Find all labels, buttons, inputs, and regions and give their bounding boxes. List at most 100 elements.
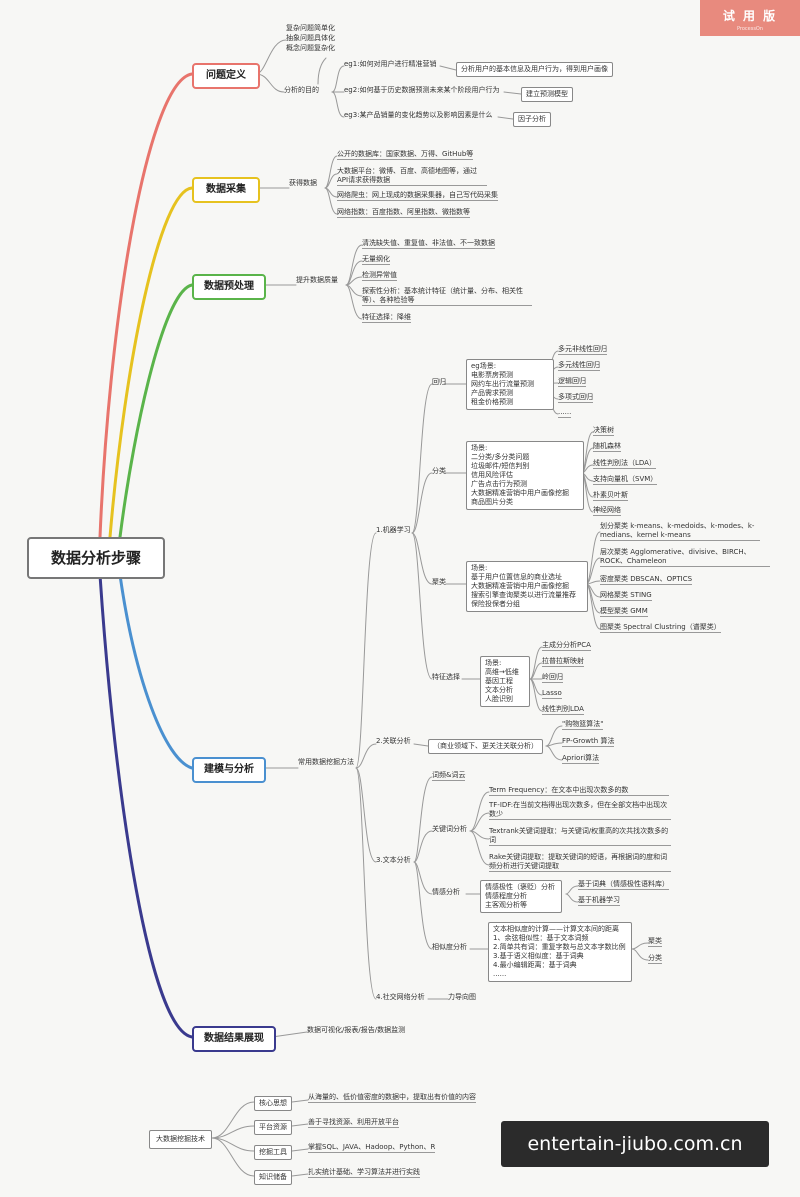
- connector: [411, 532, 433, 680]
- connector: [331, 91, 345, 118]
- eg3-result: 因子分析: [513, 112, 551, 127]
- connector: [411, 472, 433, 534]
- curve-problem: [98, 72, 194, 539]
- kw-item-2: TF-IDF:在当前文档得出现次数多，但在全部文档中出现次数少: [489, 801, 671, 820]
- connector: [469, 791, 490, 832]
- collect-item-1: 公开的数据库：国家数据、万得、GitHub等: [337, 150, 474, 160]
- connector: [211, 1101, 255, 1139]
- assoc-item-1: "购物篮算法": [562, 720, 604, 730]
- collect-item-4: 网络指数：百度指数、阿里指数、微指数等: [337, 208, 470, 218]
- fs-item-5: 线性判别LDA: [542, 705, 584, 715]
- reg-item-5: ......: [558, 408, 572, 418]
- connector: [585, 583, 601, 630]
- assoc-scene: （商业领域下、更关注关联分析）: [428, 739, 543, 754]
- simplify-2: 抽象问题具体化: [286, 34, 335, 42]
- similarity-text: 文本相似度的计算——计算文本间的距离 1、余弦相似性：基于文本词频 2.简单共有…: [488, 922, 632, 982]
- reg-item-2: 多元线性回归: [558, 361, 600, 371]
- sim-item-2: 分类: [648, 954, 662, 964]
- connector: [497, 116, 514, 120]
- eg2: eg2:如何基于历史数据预测未来某个阶段用户行为: [344, 86, 500, 94]
- assoc-item-2: FP-Growth 算法: [562, 737, 615, 747]
- root-node[interactable]: 数据分析步骤: [27, 537, 165, 579]
- model-sub: 常用数据挖掘方法: [298, 758, 354, 766]
- cls-item-6: 神经网络: [593, 506, 621, 516]
- reg-item-4: 多项式回归: [558, 393, 593, 403]
- reg-item-1: 多元非线性回归: [558, 345, 607, 355]
- node-data-collection[interactable]: 数据采集: [192, 177, 260, 203]
- cls-item-3: 线性判别法（LDA）: [593, 459, 656, 469]
- connector: [355, 767, 377, 863]
- curve-show: [98, 573, 194, 1039]
- mining-key-3: 挖掘工具: [254, 1145, 292, 1160]
- clustering-scene: 场景: 基于用户位置信息的商业选址 大数据精准营销中用户画像挖掘 搜索引擎查询聚…: [466, 561, 588, 612]
- prep-sub: 提升数据质量: [296, 276, 338, 284]
- node-data-preprocessing[interactable]: 数据预处理: [192, 274, 266, 300]
- mining-val-2: 善于寻找资源、利用开放平台: [308, 1118, 399, 1128]
- curve-collect: [108, 186, 194, 539]
- ml-label: 1.机器学习: [376, 526, 411, 534]
- sna-label: 4.社交网络分析: [376, 993, 425, 1001]
- sentiment-label: 情感分析: [432, 888, 460, 896]
- mining-val-3: 掌握SQL、JAVA、Hadoop、Python、R: [308, 1143, 436, 1153]
- cls-item-1: 决策树: [593, 426, 614, 436]
- connector: [355, 532, 377, 769]
- fs-item-2: 拉普拉斯映射: [542, 657, 584, 667]
- feature-selection-scene: 场景: 高维→低维 基因工程 文本分析 人脸识别: [480, 656, 530, 707]
- kw-item-1: Term Frequency：在文本中出现次数多的数: [489, 786, 669, 796]
- feature-selection-label: 特征选择: [432, 673, 460, 681]
- classification-label: 分类: [432, 467, 446, 475]
- sent-item-2: 基于机器学习: [578, 896, 620, 906]
- mining-val-4: 扎实统计基础、学习算法并进行实践: [308, 1168, 420, 1178]
- simplify-1: 复杂问题简单化: [286, 24, 335, 32]
- node-modeling-analysis[interactable]: 建模与分析: [192, 757, 266, 783]
- clustering-label: 聚类: [432, 578, 446, 586]
- word-cloud: 词频&词云: [432, 771, 466, 781]
- connector: [355, 743, 377, 769]
- fs-item-4: Lasso: [542, 689, 562, 699]
- connector: [469, 812, 490, 832]
- sim-item-1: 聚类: [648, 937, 662, 947]
- eg2-result: 建立预测模型: [521, 87, 573, 102]
- connector: [345, 244, 363, 286]
- connector: [413, 830, 433, 863]
- clu-item-4: 网格聚类 STING: [600, 591, 652, 601]
- connector: [211, 1137, 255, 1177]
- dashed-arrow: [317, 57, 327, 85]
- connector: [439, 65, 457, 71]
- node-problem-definition[interactable]: 问题定义: [192, 63, 260, 89]
- curve-model: [118, 573, 194, 770]
- classification-scene: 场景: 二分类/多分类问题 垃圾邮件/短信判别 信用风险评估 广告点击行为预测 …: [466, 441, 584, 510]
- show-sub: 数据可视化/报表/报告/数据监测: [307, 1026, 406, 1034]
- regression-scene: eg场景: 电影票房预测 网约车出行流量预测 产品需求预测 租金价格预测: [466, 359, 554, 410]
- node-result-presentation[interactable]: 数据结果展现: [192, 1026, 276, 1052]
- mining-key-2: 平台资源: [254, 1120, 292, 1135]
- eg3: eg3:某产品销量的变化趋势以及影响因素是什么: [344, 111, 493, 119]
- connector: [331, 65, 345, 93]
- prep-item-5: 特征选择：降维: [362, 313, 411, 323]
- connector: [545, 745, 563, 761]
- connector: [529, 678, 543, 712]
- connector: [291, 1099, 309, 1103]
- connector: [565, 893, 579, 903]
- connector: [411, 532, 433, 585]
- prep-item-2: 无量纲化: [362, 255, 390, 265]
- collect-item-3: 网络爬虫：网上现成的数据采集器，自己写代码采集: [337, 191, 498, 201]
- fs-item-1: 主成分分析PCA: [542, 641, 591, 651]
- connector: [291, 1148, 309, 1152]
- clu-item-2: 层次聚类 Agglomerative、divisive、BIRCH、ROCK、C…: [600, 548, 770, 567]
- reg-item-3: 逻辑回归: [558, 377, 586, 387]
- eg1: eg1:如何对用户进行精准营销: [344, 60, 437, 68]
- prep-item-1: 清洗缺失值、重复值、非法值、不一致数据: [362, 239, 495, 249]
- curve-prep: [118, 283, 194, 539]
- mining-val-1: 从海量的、低价值密度的数据中，提取出有价值的内容: [308, 1093, 476, 1103]
- mining-title: 大数据挖掘技术: [149, 1130, 212, 1149]
- connector: [255, 39, 287, 75]
- mining-key-4: 知识储备: [254, 1170, 292, 1185]
- kw-item-4: Rake关键词提取：提取关键词的短语，再根据词的度和词频分析进行关键词提取: [489, 853, 671, 872]
- assoc-item-3: Apriori算法: [562, 754, 600, 764]
- kw-item-3: Textrank关键词提取：与关键词/权重高的次共找次数多的词: [489, 827, 671, 846]
- connector: [469, 830, 490, 866]
- connector: [291, 1173, 309, 1177]
